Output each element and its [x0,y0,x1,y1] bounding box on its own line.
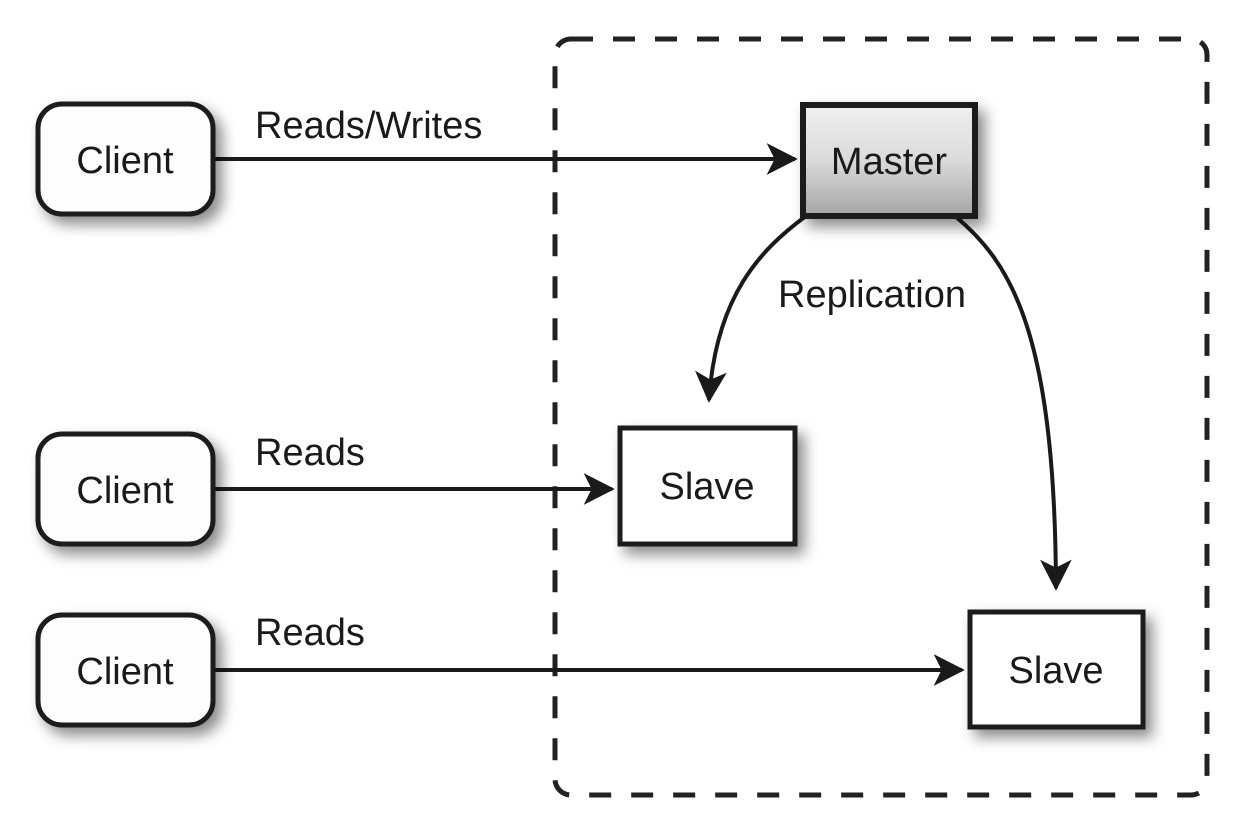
edge-label-reads-writes: Reads/Writes [255,105,482,147]
client-2-label: Client [76,470,174,512]
slave-1-label: Slave [659,466,754,508]
client-2-box[interactable] [35,431,216,547]
node-client-2[interactable]: Client [35,431,216,547]
edge-label-replication: Replication [778,274,966,316]
client-1-label: Client [76,140,174,182]
node-slave-2[interactable]: Slave [967,609,1146,730]
client-3-box[interactable] [35,612,216,728]
edge-label-reads-bottom: Reads [255,612,365,654]
slave-2-label: Slave [1008,650,1103,692]
master-box[interactable] [800,102,978,219]
master-label: Master [831,141,947,183]
node-slave-1[interactable]: Slave [617,425,798,547]
client-1-box[interactable] [35,101,216,217]
client-3-label: Client [76,651,174,693]
edge-master-slave2 [953,214,1072,591]
slave-1-box[interactable] [617,425,798,547]
node-client-3[interactable]: Client [35,612,216,728]
edge-master-slave1 [695,214,808,403]
cluster-boundary [552,36,1210,798]
slave-2-box[interactable] [967,609,1146,730]
node-master[interactable]: Master [800,102,978,219]
edge-label-reads-middle: Reads [255,432,365,474]
node-client-1[interactable]: Client [35,101,216,217]
